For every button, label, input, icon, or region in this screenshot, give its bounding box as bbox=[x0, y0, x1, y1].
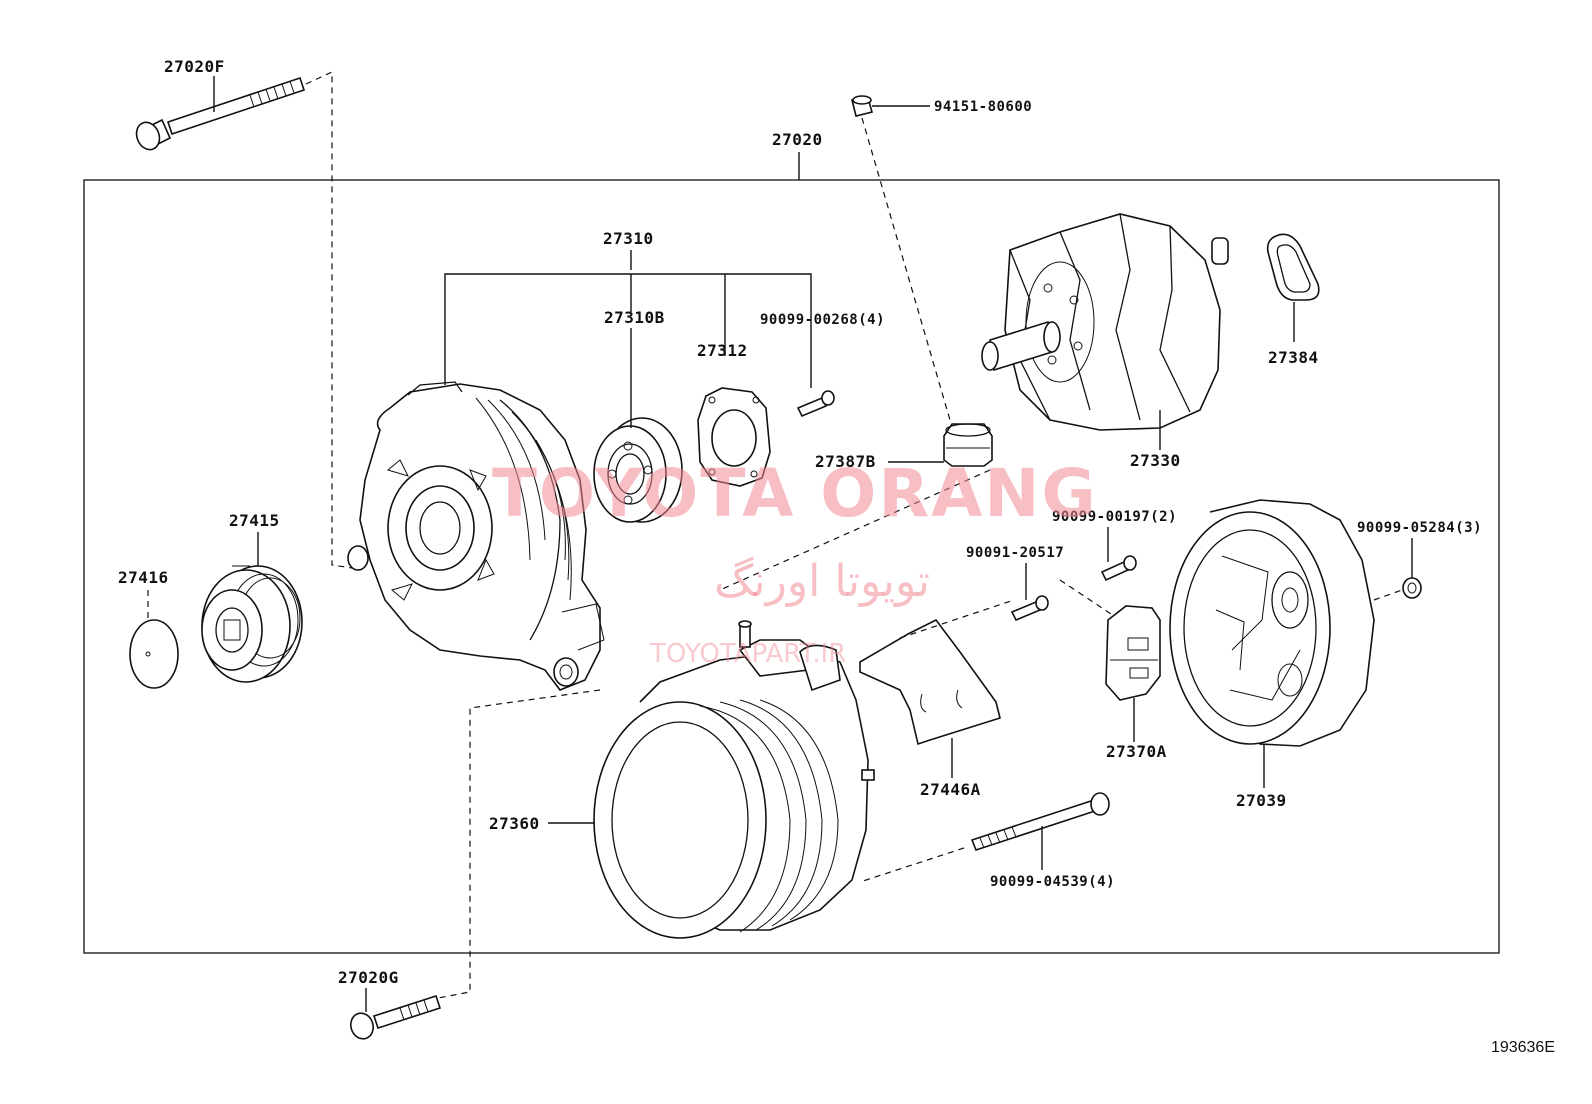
watermark-persian: تویوتا اورنگ bbox=[714, 556, 930, 607]
bolt-27020g bbox=[349, 994, 442, 1040]
watermark-title: TOYOTA ORANG bbox=[492, 455, 1098, 532]
label-90099-00268: 90099-00268(4) bbox=[760, 312, 885, 328]
assembly-label: 27020 bbox=[772, 130, 823, 149]
label-27310b: 27310B bbox=[604, 308, 665, 327]
pulley-27415 bbox=[201, 565, 303, 683]
label-90099-04539: 90099-04539(4) bbox=[990, 874, 1115, 890]
bolt-27020f bbox=[135, 76, 306, 151]
label-27384: 27384 bbox=[1268, 348, 1319, 367]
label-27039: 27039 bbox=[1236, 791, 1287, 810]
label-27370a: 27370A bbox=[1106, 742, 1167, 761]
screw-90099-00197 bbox=[1100, 555, 1137, 582]
watermark-url: TOYOTAPART.IR bbox=[649, 639, 846, 669]
brush-holder-27370a bbox=[1105, 605, 1161, 701]
label-27387b: 27387B bbox=[815, 452, 876, 471]
nut-94151 bbox=[851, 95, 873, 117]
label-27330: 27330 bbox=[1130, 451, 1181, 470]
label-27360: 27360 bbox=[489, 814, 540, 833]
rear-cover-27039 bbox=[1169, 499, 1375, 747]
dash-27020f bbox=[305, 71, 353, 569]
label-27312: 27312 bbox=[697, 341, 748, 360]
stator-27360 bbox=[593, 620, 875, 939]
nut-90099-05284 bbox=[1402, 577, 1422, 599]
insulator-27387b bbox=[943, 423, 993, 467]
rotor-27330 bbox=[981, 213, 1229, 431]
label-94151-80600: 94151-80600 bbox=[934, 99, 1032, 115]
label-90091-20517: 90091-20517 bbox=[966, 545, 1064, 561]
ring-27384 bbox=[1266, 233, 1320, 301]
screw-90091-20517 bbox=[1010, 595, 1049, 622]
label-27020f: 27020F bbox=[164, 57, 225, 76]
screw-90099-00268 bbox=[796, 390, 835, 418]
label-27310: 27310 bbox=[603, 229, 654, 248]
label-27020g: 27020G bbox=[338, 968, 399, 987]
label-27416: 27416 bbox=[118, 568, 169, 587]
label-27446a: 27446A bbox=[920, 780, 981, 799]
label-27415: 27415 bbox=[229, 511, 280, 530]
bolt-90099-04539 bbox=[970, 792, 1110, 851]
plate-27446a bbox=[859, 618, 1001, 746]
dash-27020g bbox=[437, 689, 601, 999]
retainer-plate-27312 bbox=[697, 387, 771, 487]
label-90099-00197: 90099-00197(2) bbox=[1052, 509, 1177, 525]
label-90099-05284: 90099-05284(3) bbox=[1357, 520, 1482, 536]
bearing-27310b bbox=[593, 417, 683, 523]
cap-27416 bbox=[129, 619, 179, 689]
assembly-frame bbox=[83, 179, 1500, 954]
drive-end-frame bbox=[347, 381, 605, 691]
figure-reference: 193636E bbox=[1491, 1039, 1555, 1056]
